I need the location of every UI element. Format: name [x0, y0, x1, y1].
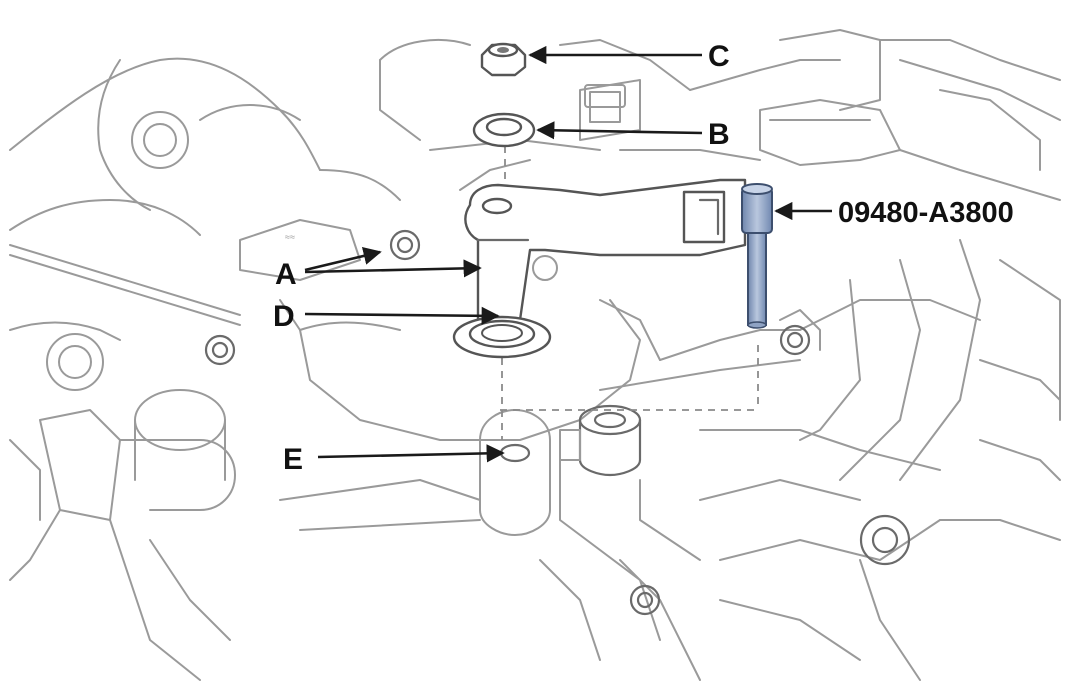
callout-b: B [708, 118, 730, 151]
washer-part-b [472, 112, 536, 148]
callout-c: C [708, 40, 730, 73]
seal-part-d [452, 315, 552, 359]
leader-lines [304, 45, 832, 463]
callout-e: E [283, 443, 303, 476]
special-tool-pin [741, 183, 773, 329]
special-tool-number: 09480-A3800 [838, 197, 1014, 229]
callout-d: D [273, 300, 295, 333]
nut-part-c [480, 42, 527, 77]
alignment-dashes [500, 120, 760, 440]
transmission-housing: ≈≈ [9, 29, 1061, 681]
callout-a: A [275, 258, 297, 291]
svg-text:≈≈: ≈≈ [285, 232, 295, 242]
lever-part-a [464, 178, 747, 340]
